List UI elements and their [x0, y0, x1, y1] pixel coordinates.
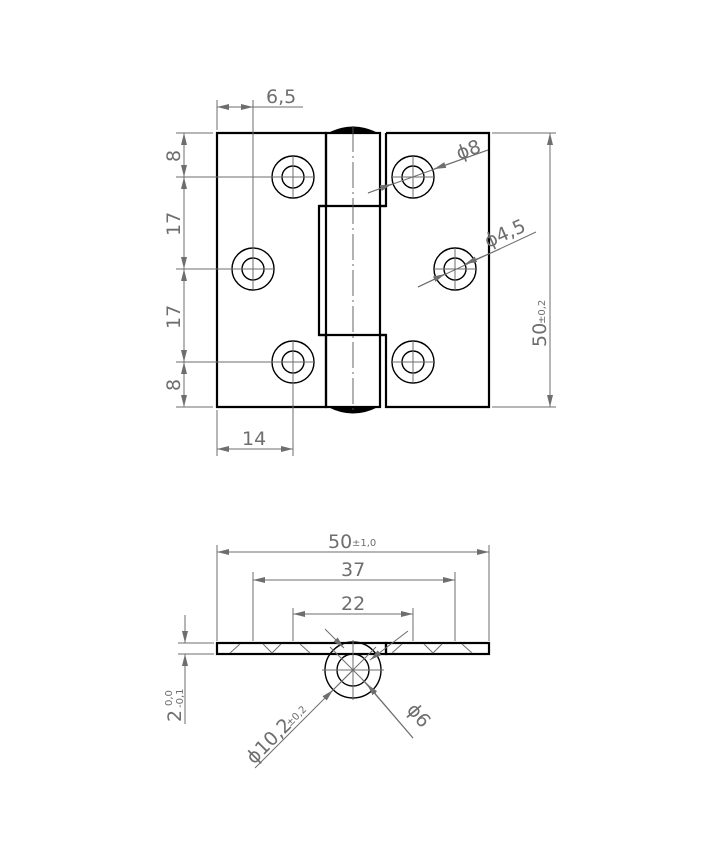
- dim-inner-holes: 22: [341, 593, 365, 615]
- dim-pitch-2: 17: [163, 305, 185, 329]
- dim-height-tol: ±0,2: [537, 300, 548, 324]
- dim-thickness: 2: [164, 710, 186, 722]
- dim-thickness-tol-lower: -0,1: [175, 688, 186, 708]
- dim-pin: ϕ6: [402, 699, 435, 732]
- dim-hole-x: 14: [242, 428, 266, 450]
- knuckle-bottom-bulge: [328, 407, 378, 414]
- dim-thickness-tol-upper: 0,0: [164, 690, 175, 706]
- dim-knuckle-outer-tol: ±0,2: [284, 704, 309, 729]
- dim-pitch-1: 17: [163, 212, 185, 236]
- dim-first-row: 8: [163, 150, 185, 162]
- dim-hole-offset-x: 6,5: [266, 86, 296, 108]
- plate-right: [384, 641, 491, 656]
- side-view: 50 ±1,0 37 22 2 0,0 -0,1 ϕ10,2 ±0,2 ϕ6: [164, 531, 491, 769]
- dim-width: 50: [328, 531, 352, 553]
- plate-left: [215, 641, 388, 656]
- dim-outer-holes: 37: [341, 559, 365, 581]
- top-view: 8 17 17 8 6,5 14 50 ±0,2 ϕ8 ϕ4,5: [163, 86, 556, 456]
- dim-last-row: 8: [163, 379, 185, 391]
- dim-height: 50: [529, 323, 551, 347]
- dim-width-tol: ±1,0: [352, 538, 376, 549]
